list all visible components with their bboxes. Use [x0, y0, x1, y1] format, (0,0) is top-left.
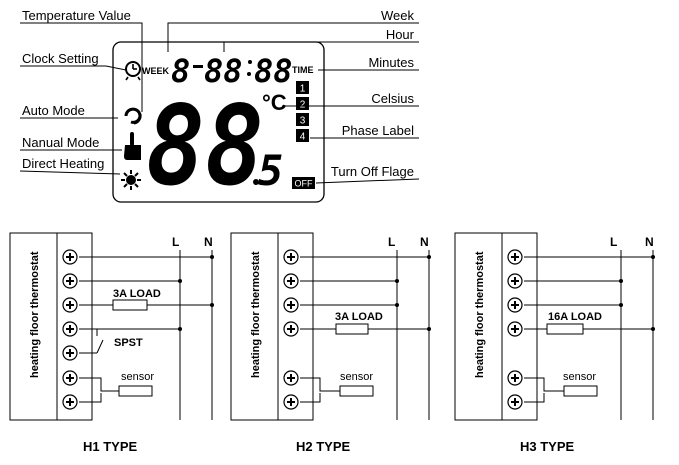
wiring-h3: heating floor thermostat L N 16A LOAD se…: [454, 232, 654, 454]
h1-terminal-screw-icon: [62, 321, 78, 337]
h3-device-box: [454, 232, 538, 421]
lcd-minute-digits: 88: [254, 52, 293, 90]
h2-device-box: [230, 232, 314, 421]
h1-terminal-screw-icon: [62, 297, 78, 313]
lcd-off-badge: OFF: [295, 179, 313, 189]
h1-device-box: [9, 232, 93, 421]
h1-terminal-screw-icon: [62, 273, 78, 289]
hand-icon: [124, 132, 141, 160]
lcd-display: WEEK 8 88 88 TIME 88: [112, 41, 325, 210]
h2-load-resistor: [335, 323, 369, 335]
h3-terminal-screw-icon: [507, 249, 523, 265]
h3-load-label: 16A LOAD: [548, 311, 602, 323]
h1-load-label: 3A LOAD: [113, 288, 161, 300]
lcd-phase-labels: 1 2 3 4: [296, 81, 309, 143]
phase-label-2: 2: [300, 100, 306, 111]
lcd-week-digit: 8: [171, 52, 190, 90]
h2-line-L: L: [388, 235, 395, 249]
callout-celsius: Celsius: [371, 91, 414, 106]
lcd-dash: [193, 65, 203, 68]
h1-wires: [79, 250, 213, 420]
phase-label-1: 1: [300, 84, 306, 95]
h1-terminal-screw-icon: [62, 370, 78, 386]
callout-auto-mode: Auto Mode: [22, 103, 85, 118]
h2-line-N: N: [420, 235, 429, 249]
h2-terminal-screw-icon: [283, 394, 299, 410]
h3-terminal-screw-icon: [507, 394, 523, 410]
h1-line-L: L: [172, 235, 179, 249]
wiring-h1: heating floor thermostat L N 3A LOAD SPS…: [9, 232, 213, 454]
lcd-off-box: [292, 177, 315, 189]
phase-label-3: 3: [300, 116, 306, 127]
h2-title: H2 TYPE: [296, 439, 351, 454]
h2-wires: [300, 250, 430, 420]
lcd-temperature-digits: 88: [146, 82, 264, 210]
h3-terminal-screw-icon: [507, 273, 523, 289]
h3-load-resistor: [546, 323, 584, 335]
h1-title: H1 TYPE: [83, 439, 138, 454]
h1-load-resistor: [112, 299, 148, 311]
h3-device-label: heating floor thermostat: [474, 251, 486, 378]
h3-terminal-screw-icon: [507, 370, 523, 386]
callout-temperature-value: Temperature Value: [22, 8, 131, 23]
sun-icon: [121, 170, 141, 190]
callout-lines: [19, 22, 420, 184]
h2-device-label: heating floor thermostat: [250, 251, 262, 378]
h2-sensor-resistor: [339, 385, 374, 397]
h1-terminal-screw-icon: [62, 345, 78, 361]
h1-line-N: N: [204, 235, 213, 249]
lcd-colon-top: [248, 60, 252, 64]
h2-terminal-screw-icon: [283, 249, 299, 265]
phase-box-3: [296, 113, 309, 126]
h1-terminal-screw-icon: [62, 249, 78, 265]
h3-terminal-screw-icon: [507, 297, 523, 313]
h1-sensor-label: sensor: [121, 371, 154, 383]
auto-mode-icon: [124, 107, 142, 125]
h3-terminals: [507, 249, 523, 410]
lcd-decimal-point: [253, 179, 259, 185]
callout-manual-mode: Nanual Mode: [22, 135, 99, 150]
h1-switch-label: SPST: [114, 337, 143, 349]
h2-terminal-screw-icon: [283, 273, 299, 289]
lcd-frame: [112, 41, 325, 203]
h3-wires: [524, 250, 654, 420]
phase-box-2: [296, 97, 309, 110]
h3-line-N: N: [645, 235, 654, 249]
h3-title: H3 TYPE: [520, 439, 575, 454]
phase-box-1: [296, 81, 309, 94]
h3-terminal-screw-icon: [507, 321, 523, 337]
wiring-h2: heating floor thermostat L N 3A LOAD sen…: [230, 232, 430, 454]
lcd-time-tag: TIME: [292, 65, 314, 75]
callout-week: Week: [381, 8, 414, 23]
h3-sensor-resistor: [563, 385, 598, 397]
callout-minutes: Minutes: [368, 55, 414, 70]
h2-terminal-screw-icon: [283, 370, 299, 386]
phase-box-4: [296, 129, 309, 142]
h1-device-label: heating floor thermostat: [29, 251, 41, 378]
lcd-week-tag: WEEK: [142, 66, 170, 76]
callout-hour: Hour: [386, 27, 415, 42]
h1-terminals: [62, 249, 78, 410]
lcd-colon-bottom: [247, 72, 251, 76]
h1-sensor-resistor: [118, 385, 153, 397]
h2-terminal-screw-icon: [283, 321, 299, 337]
callout-turn-off-flag: Turn Off Flage: [331, 164, 414, 179]
h3-line-L: L: [610, 235, 617, 249]
h2-terminal-screw-icon: [283, 297, 299, 313]
h1-terminal-screw-icon: [62, 394, 78, 410]
phase-label-4: 4: [300, 132, 306, 143]
clock-icon: [125, 61, 141, 81]
callout-direct-heating: Direct Heating: [22, 156, 104, 171]
callout-phase-label: Phase Label: [342, 123, 414, 138]
callout-clock-setting: Clock Setting: [22, 51, 99, 66]
h2-terminals: [283, 249, 299, 410]
h3-sensor-label: sensor: [563, 371, 596, 383]
lcd-hour-digits: 88: [204, 52, 243, 90]
lcd-temperature-decimal: 5: [258, 146, 283, 195]
junction-dots: [178, 255, 655, 331]
lcd-celsius: °C: [262, 90, 287, 115]
h2-sensor-label: sensor: [340, 371, 373, 383]
h2-load-label: 3A LOAD: [335, 311, 383, 323]
